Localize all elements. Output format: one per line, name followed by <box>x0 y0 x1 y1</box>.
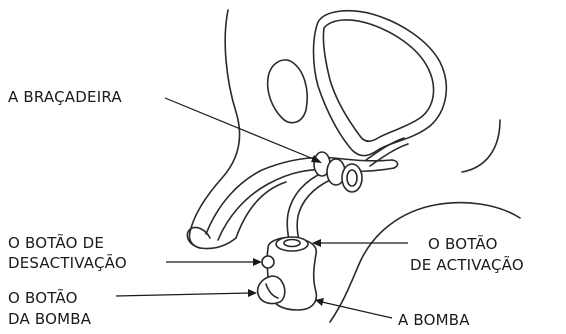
bladder-outer <box>314 11 447 156</box>
activation-label-line1: O BOTÃO <box>428 234 498 253</box>
clamp-label: A BRAÇADEIRA <box>8 88 122 106</box>
pump-button-leader <box>116 293 250 296</box>
urethra-upper <box>206 158 392 235</box>
shaft-top <box>236 182 286 238</box>
abdomen-outline <box>189 10 239 248</box>
deactivation-arrow <box>253 258 262 266</box>
pump-assembly <box>258 237 317 310</box>
activation-label-line2: DE ACTIVAÇÃO <box>410 255 524 274</box>
pump-bulb <box>258 276 285 304</box>
cuff-ring-3 <box>342 164 362 192</box>
buttock-outline <box>462 120 500 172</box>
pump-label: A BOMBA <box>398 311 470 329</box>
deactivation-button <box>262 256 274 268</box>
urethra <box>206 158 398 241</box>
pump-button-label-line1: O BOTÃO <box>8 288 78 307</box>
tube-to-bladder-2 <box>370 144 408 166</box>
deactivation-label-line2: DESACTIVAÇÃO <box>8 253 127 272</box>
pump-leader <box>322 302 392 318</box>
urethra-lower <box>218 168 394 240</box>
deactivation-label-line1: O BOTÃO DE <box>8 233 104 252</box>
penis-outline <box>187 182 286 248</box>
pump-button-arrow <box>248 289 257 297</box>
bladder-inner <box>323 20 433 141</box>
pubic-bone <box>268 60 308 123</box>
clamp-leader <box>165 98 316 160</box>
bladder <box>314 11 447 156</box>
tube-outer <box>287 172 324 244</box>
pump-button-label-line2: DA BOMBA <box>8 310 92 328</box>
urethra-end <box>392 160 398 168</box>
tube-inner <box>297 180 330 244</box>
